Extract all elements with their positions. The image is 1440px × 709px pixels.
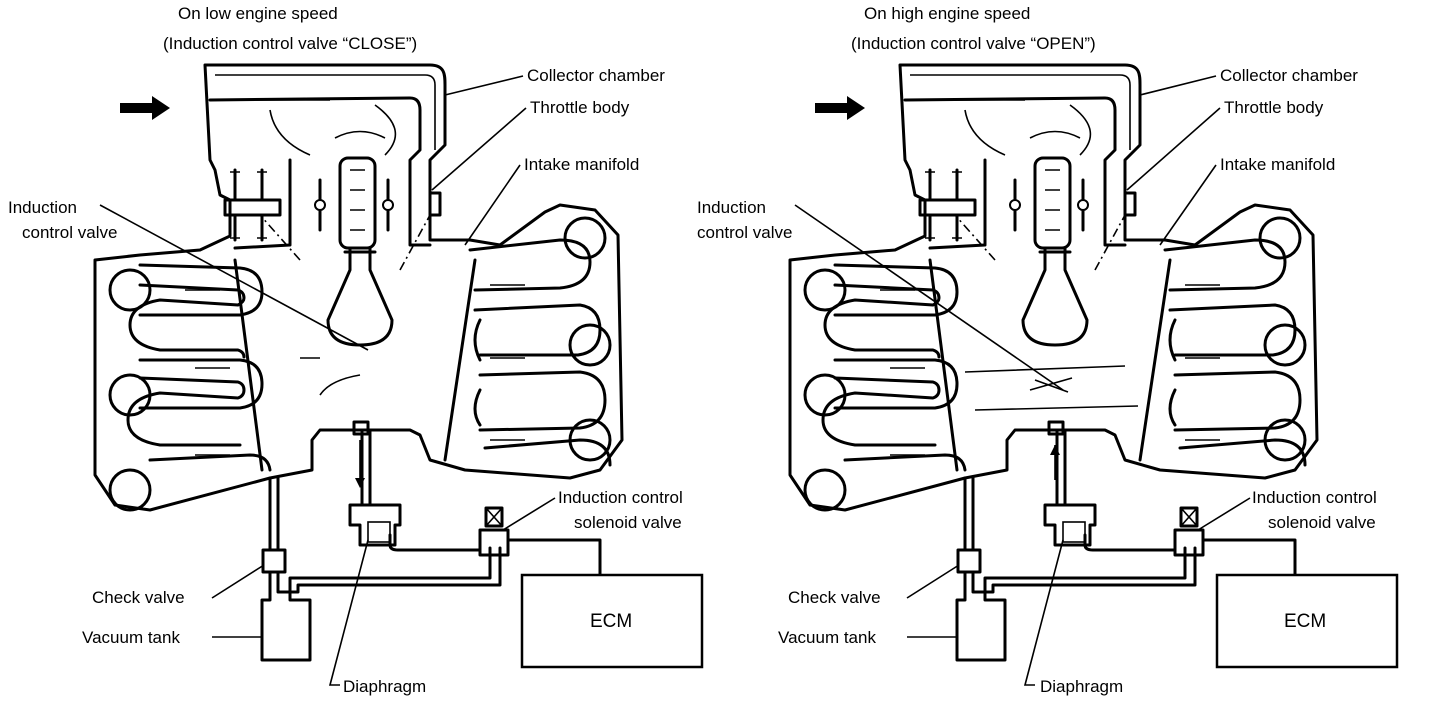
title-line1: On high engine speed xyxy=(864,4,1030,23)
label-induction-control-solenoid-1: Induction control xyxy=(558,488,683,507)
label-induction-control-valve-2: control valve xyxy=(697,223,792,242)
label-check-valve: Check valve xyxy=(788,588,881,607)
label-intake-manifold: Intake manifold xyxy=(1220,155,1335,174)
label-collector-chamber: Collector chamber xyxy=(1220,66,1358,85)
title-line2: (Induction control valve “CLOSE”) xyxy=(163,34,417,53)
label-intake-manifold: Intake manifold xyxy=(524,155,639,174)
label-induction-control-valve-1: Induction xyxy=(8,198,77,217)
panel-low-speed: On low engine speed (Induction control v… xyxy=(8,4,704,696)
label-diaphragm: Diaphragm xyxy=(1040,677,1123,696)
label-induction-control-valve-1: Induction xyxy=(697,198,766,217)
label-ecm: ECM xyxy=(590,611,632,632)
label-induction-control-valve-2: control valve xyxy=(22,223,117,242)
label-throttle-body: Throttle body xyxy=(530,98,630,117)
label-collector-chamber: Collector chamber xyxy=(527,66,665,85)
label-induction-control-solenoid-1: Induction control xyxy=(1252,488,1377,507)
label-vacuum-tank: Vacuum tank xyxy=(82,628,180,647)
label-ecm: ECM xyxy=(1284,611,1326,632)
panel-high-speed: On high engine speed (Induction control … xyxy=(697,4,1399,696)
label-induction-control-solenoid-2: solenoid valve xyxy=(574,513,682,532)
label-induction-control-solenoid-2: solenoid valve xyxy=(1268,513,1376,532)
title-line1: On low engine speed xyxy=(178,4,338,23)
label-vacuum-tank: Vacuum tank xyxy=(778,628,876,647)
label-throttle-body: Throttle body xyxy=(1224,98,1324,117)
label-check-valve: Check valve xyxy=(92,588,185,607)
label-diaphragm: Diaphragm xyxy=(343,677,426,696)
title-line2: (Induction control valve “OPEN”) xyxy=(851,34,1096,53)
